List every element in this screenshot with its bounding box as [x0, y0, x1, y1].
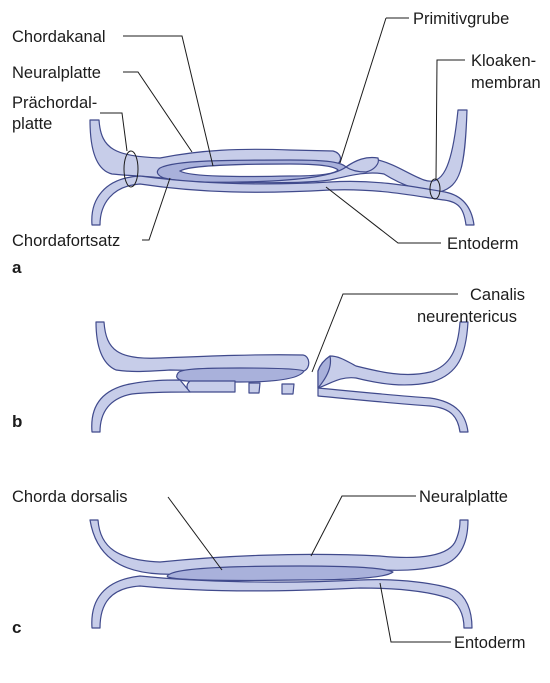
leader-chordakanal — [123, 35, 214, 167]
panel-b-groove — [317, 355, 332, 389]
label-neuralplatte-c: Neuralplatte — [419, 488, 508, 506]
panel-a-chordakanal-lumen — [178, 163, 339, 178]
panel-b-ectoderm-left — [95, 321, 310, 373]
panel-c: Chorda dorsalis Neuralplatte Entoderm c — [12, 488, 526, 652]
label-entoderm-c: Entoderm — [454, 634, 526, 652]
leader-canalis — [311, 293, 458, 373]
panel-b-fragment-2 — [248, 382, 261, 394]
label-kloaken-1: Kloaken- — [471, 52, 536, 70]
leader-entoderm-c — [379, 582, 451, 643]
panel-c-entoderm — [91, 575, 473, 629]
label-praechordal-1: Prächordal- — [12, 94, 97, 112]
panel-b-entoderm — [91, 379, 191, 433]
label-canalis-1: Canalis — [470, 286, 525, 304]
leader-primitivgrube — [339, 17, 409, 164]
panel-a-primitivgrube — [345, 156, 379, 173]
panel-b-fragment-1 — [186, 380, 236, 393]
panel-letter-c: c — [12, 618, 21, 637]
label-chordakanal: Chordakanal — [12, 28, 106, 46]
leader-chorda-dorsalis — [167, 496, 223, 571]
label-chorda-dorsalis: Chorda dorsalis — [12, 488, 128, 506]
label-neuralplatte-a: Neuralplatte — [12, 64, 101, 82]
label-entoderm-a: Entoderm — [447, 235, 519, 253]
leader-kloaken — [435, 59, 465, 181]
label-canalis-2: neurentericus — [417, 308, 517, 326]
panel-a: Chordakanal Neuralplatte Prächordal- pla… — [12, 10, 541, 277]
label-kloaken-2: membran — [471, 74, 541, 92]
panel-b: Canalis neurentericus b — [12, 286, 525, 433]
panel-letter-a: a — [12, 258, 22, 277]
leader-neuralplatte-c — [310, 495, 416, 557]
panel-b-ectoderm-right — [317, 321, 469, 389]
panel-a-entoderm — [91, 175, 475, 226]
panel-b-fragment-3 — [281, 383, 295, 395]
panel-c-chorda-dorsalis — [166, 565, 394, 581]
panel-letter-b: b — [12, 412, 22, 431]
leader-neuralplatte-a — [123, 71, 193, 153]
panel-a-kloaken-ring — [429, 178, 441, 200]
label-primitivgrube: Primitivgrube — [413, 10, 509, 28]
label-chordafortsatz: Chordafortsatz — [12, 232, 120, 250]
leader-entoderm-a — [325, 186, 441, 244]
leader-praechordal — [100, 112, 128, 152]
panel-b-chorda-left — [176, 367, 305, 383]
leader-chordafortsatz — [142, 177, 171, 241]
panel-a-praechordal-ring — [123, 150, 139, 188]
label-praechordal-2: platte — [12, 115, 52, 133]
panel-b-entoderm-right — [317, 387, 469, 433]
